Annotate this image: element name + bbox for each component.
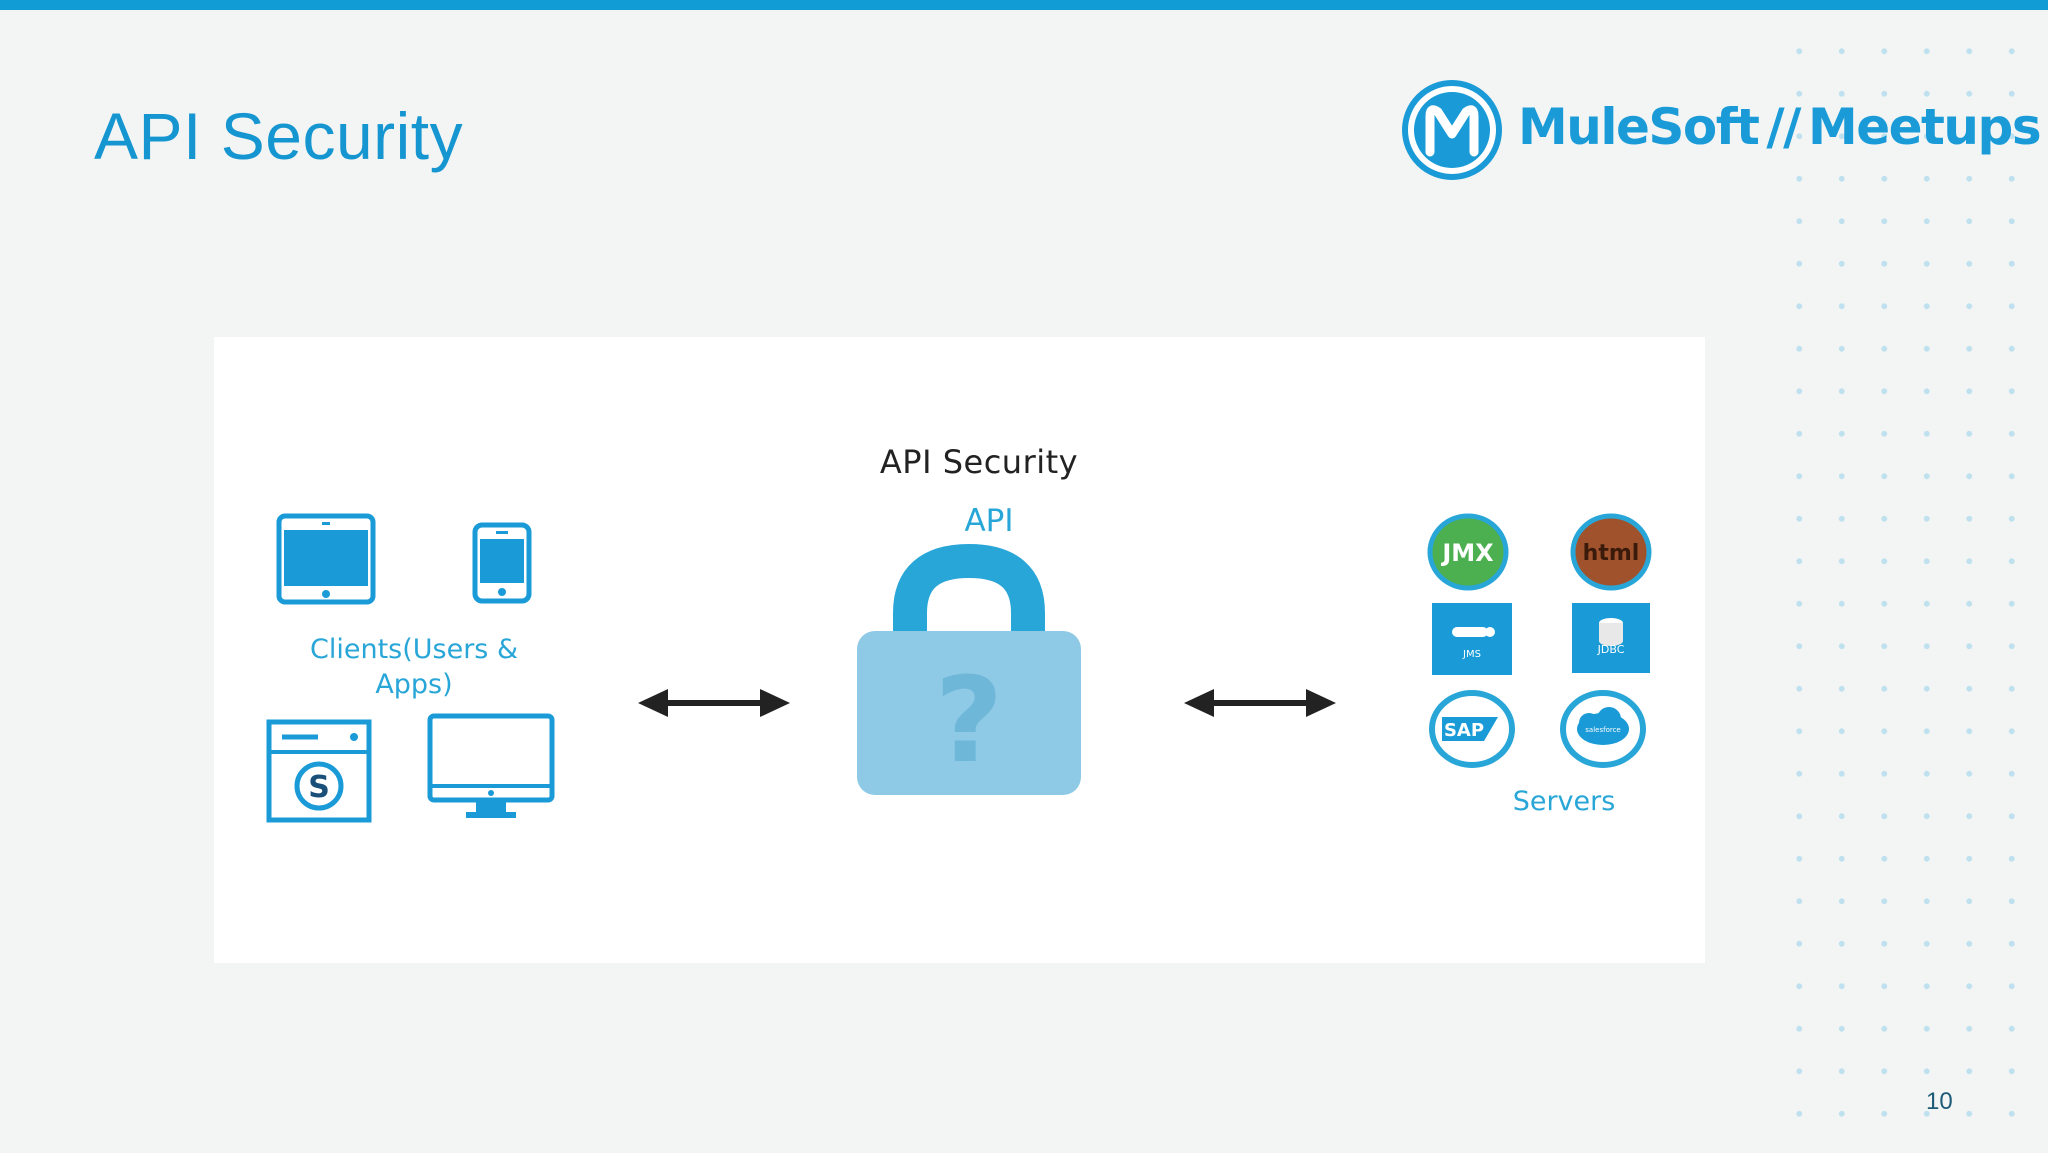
mulesoft-logo-icon (1402, 80, 1502, 180)
api-server-arrow (1184, 689, 1336, 717)
sap-label: SAP (1444, 720, 1484, 741)
api-label: API (964, 503, 1014, 539)
svg-text:S: S (308, 770, 330, 805)
html-label: html (1583, 541, 1640, 566)
smartphone-icon (472, 522, 532, 604)
desktop-monitor-icon (427, 713, 555, 818)
dot-pattern-decoration (1778, 30, 2048, 1153)
server-appliance-icon: S (266, 719, 372, 823)
jms-icon: JMS (1432, 603, 1512, 675)
top-accent-bar (0, 0, 2048, 10)
jmx-icon: JMX (1427, 513, 1509, 591)
diagram-title: API Security (879, 443, 1079, 481)
mulesoft-meetups-logo: MuleSoft//Meetups (1400, 78, 2042, 182)
jms-label: JMS (1462, 649, 1481, 660)
jdbc-icon: JDBC (1572, 603, 1650, 673)
client-api-arrow (638, 689, 790, 717)
clients-label-line2: Apps) (375, 669, 453, 700)
logo-suffix: Meetups (1807, 98, 2042, 156)
padlock-icon: ? (857, 543, 1081, 795)
logo-wordmark: MuleSoft//Meetups (1518, 98, 2042, 156)
salesforce-label: salesforce (1585, 726, 1620, 734)
html-icon: html (1570, 513, 1652, 591)
clients-label-line1: Clients(Users & (309, 634, 518, 665)
servers-label: Servers (1512, 786, 1616, 817)
logo-brand: MuleSoft (1518, 98, 1760, 156)
jmx-label: JMX (1440, 539, 1494, 567)
sap-icon: SAP (1429, 690, 1515, 768)
salesforce-icon: salesforce (1560, 690, 1646, 768)
diagram-card: API Security API Clients(Users & Apps) S (214, 337, 1705, 963)
page-title: API Security (94, 99, 464, 173)
jdbc-label: JDBC (1597, 643, 1625, 656)
clients-label: Clients(Users & Apps) (264, 632, 564, 702)
page-number: 10 (1926, 1088, 1953, 1115)
logo-separator: // (1766, 98, 1801, 156)
tablet-icon (276, 513, 376, 605)
lock-question-mark: ? (935, 651, 1003, 789)
